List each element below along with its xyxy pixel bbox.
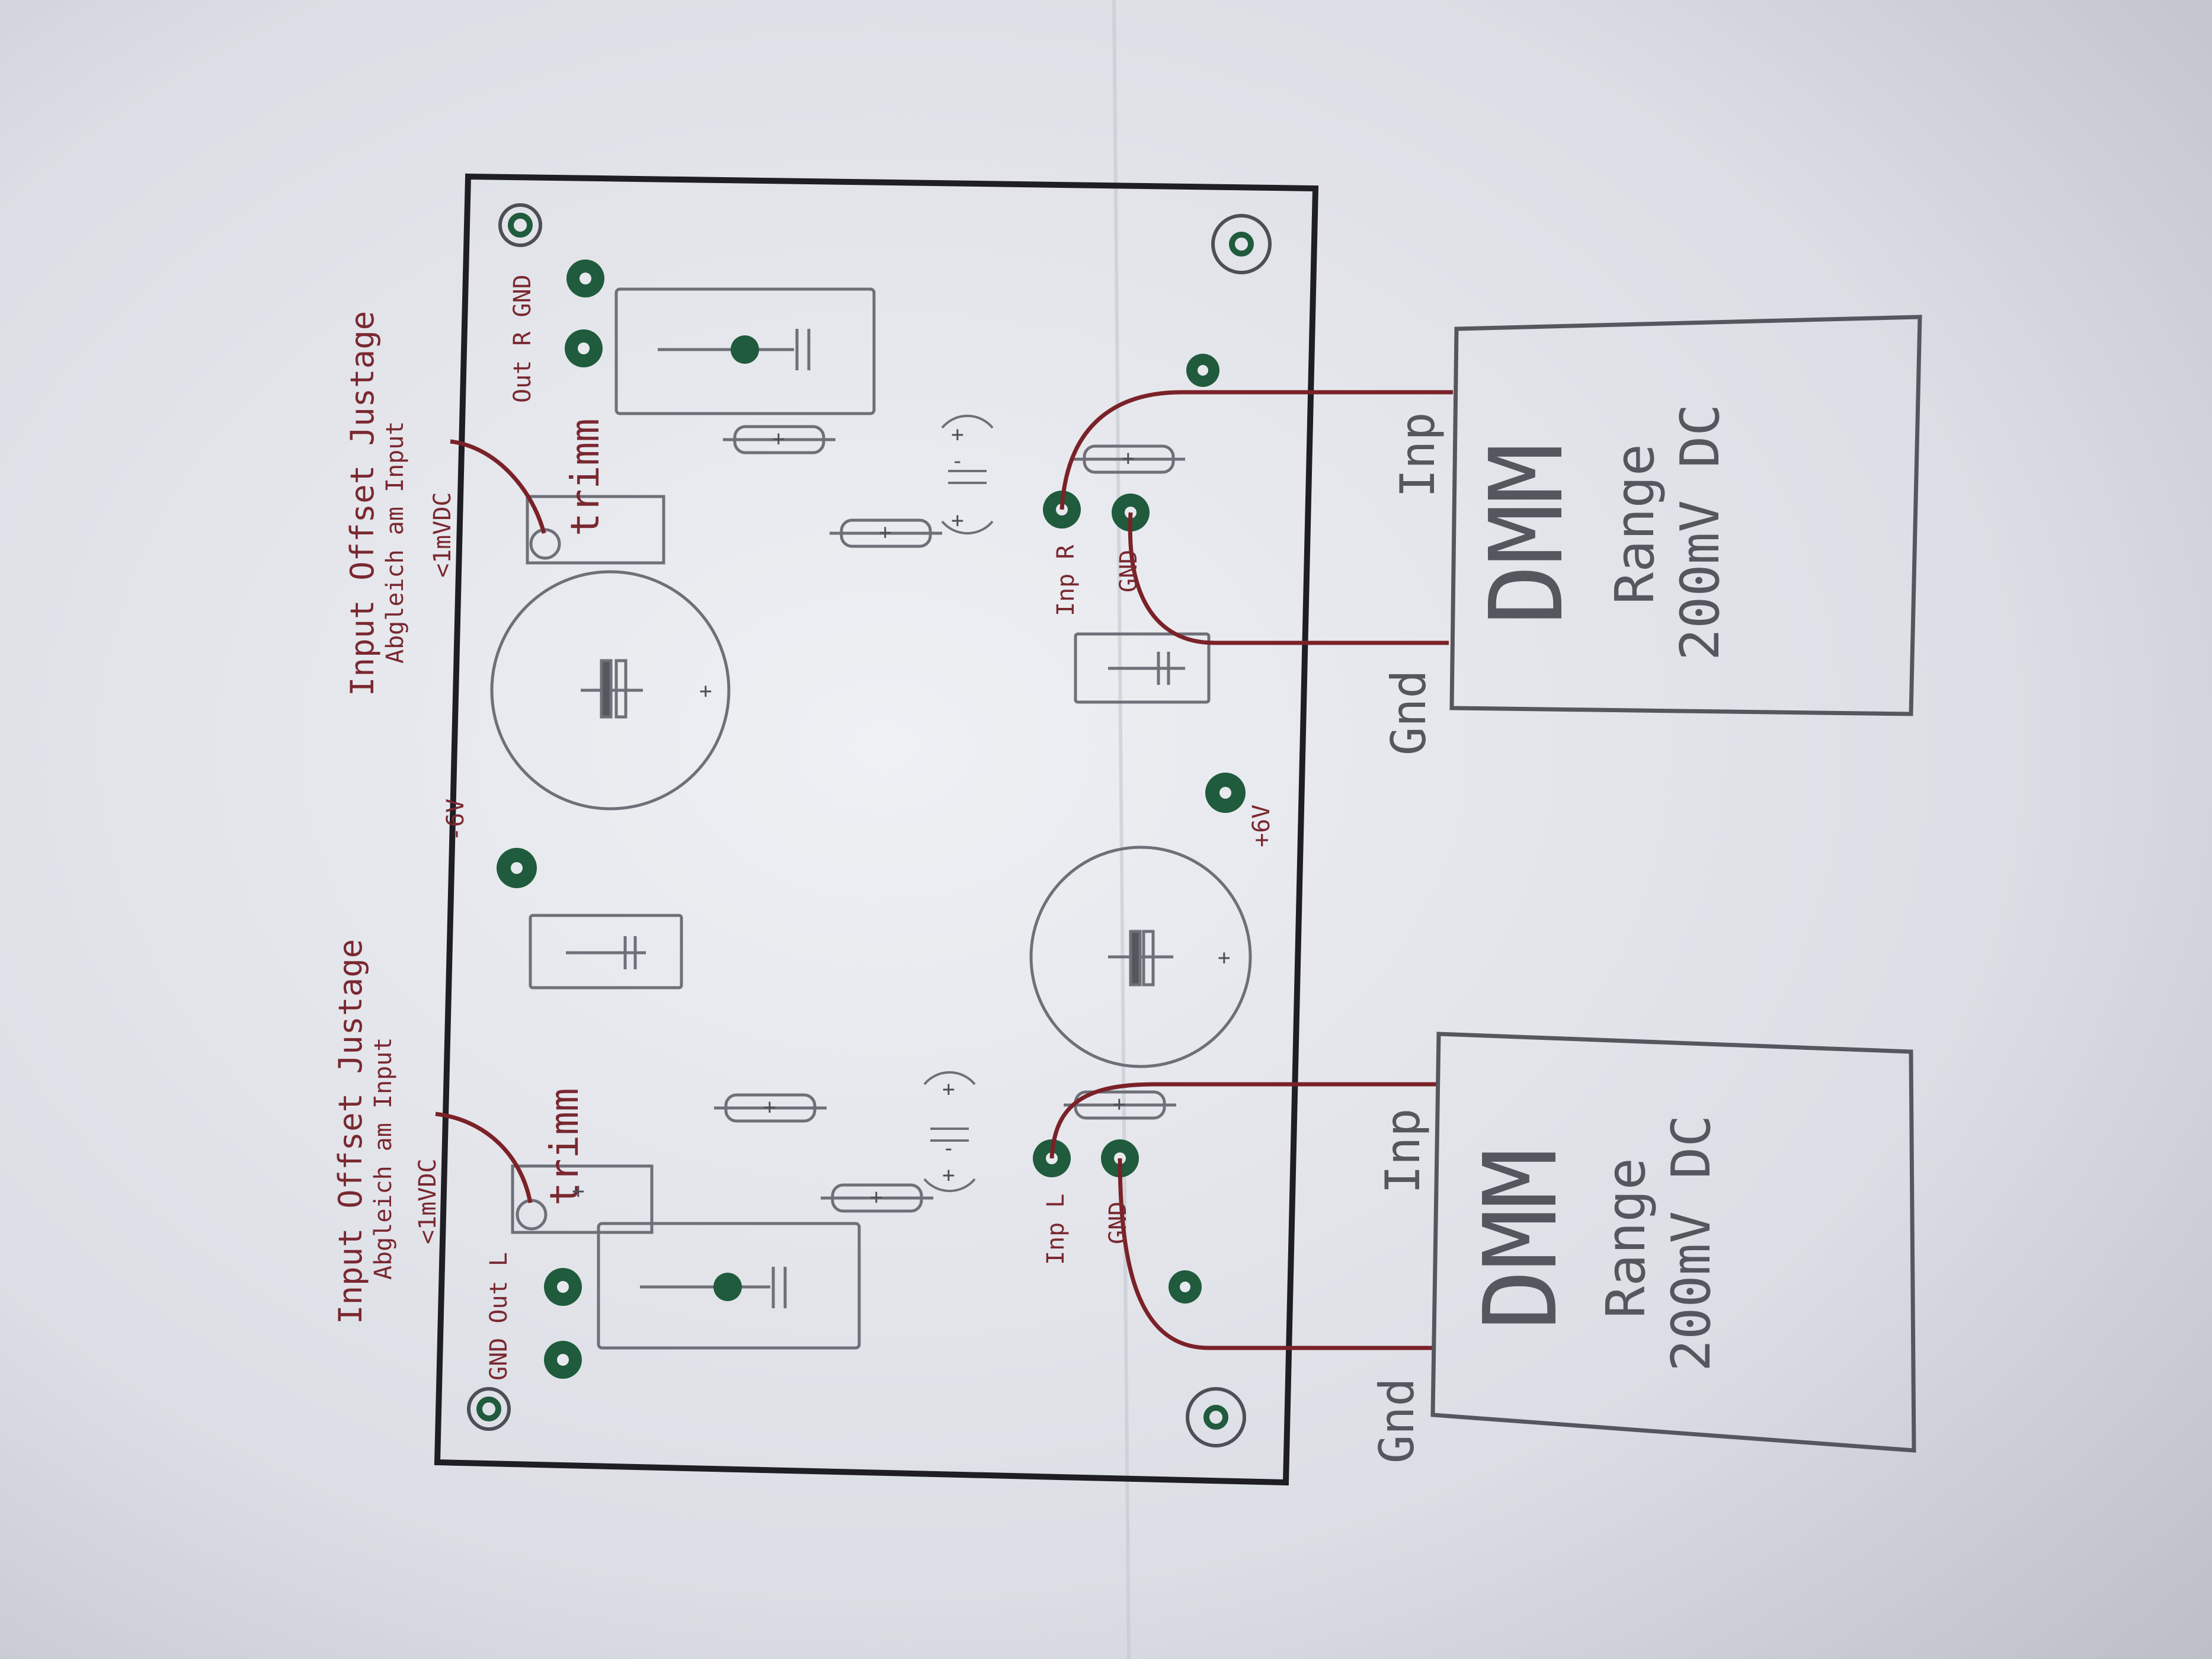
probe-wires <box>435 390 1453 1350</box>
gnd-l-label: GND <box>1105 1202 1132 1244</box>
small-capacitors <box>923 414 994 1193</box>
pcb-outline <box>434 173 1319 1486</box>
small-cap-minus: - <box>942 1136 955 1161</box>
electrolytic-capacitors <box>490 570 1252 1068</box>
dmm-meter-2: DMM Range 200mV DC Inp Gnd <box>1369 1032 1916 1464</box>
cap-plus-sign: + <box>1218 946 1231 970</box>
right-annotation-value: <1mVDC <box>429 492 456 578</box>
trimmer-right-label: trimm <box>562 418 608 536</box>
out-r-gnd-label: Out R GND <box>509 274 536 403</box>
dmm-2-range-value: 200mV DC <box>1660 1115 1723 1372</box>
small-cap-plus: + <box>951 422 964 447</box>
right-annotation-title: Input Offset Justage <box>344 311 381 696</box>
dmm-1-inp-label: Inp <box>1390 412 1445 498</box>
dmm-1-range-label: Range <box>1604 444 1666 604</box>
left-annotation-title: Input Offset Justage <box>332 939 369 1324</box>
dmm-1-title: DMM <box>1468 443 1586 625</box>
pad-holes <box>511 273 1231 1366</box>
cap-plus-sign: + <box>699 679 712 703</box>
resistor-plus-sign: + <box>1122 446 1135 470</box>
mounting-holes <box>467 203 1272 1447</box>
right-annotation-sub: Abgleich am Input <box>382 421 409 664</box>
small-cap-minus: - <box>951 449 964 473</box>
resistor-plus-sign: + <box>879 520 892 545</box>
resistor-plus-sign: + <box>772 427 785 451</box>
dmm-1-range-value: 200mV DC <box>1669 404 1731 661</box>
small-cap-plus: + <box>951 508 964 533</box>
dmm-2-gnd-label: Gnd <box>1369 1378 1424 1464</box>
left-annotation-value: <1mVDC <box>414 1159 441 1245</box>
neg-supply-label: -6V <box>442 799 469 841</box>
small-cap-plus: + <box>942 1077 955 1101</box>
inp-l-label: Inp L <box>1042 1194 1070 1265</box>
inp-r-label: Inp R <box>1052 545 1080 616</box>
resistor-plus-sign: + <box>763 1095 776 1119</box>
left-annotation-sub: Abgleich am Input <box>370 1037 397 1280</box>
dmm-1-gnd-label: Gnd <box>1381 670 1436 756</box>
trimmer-plus-sign: + <box>572 1179 585 1203</box>
dmm-2-inp-label: Inp <box>1375 1109 1430 1194</box>
gnd-r-label: GND <box>1115 550 1142 592</box>
film-capacitors <box>529 287 1211 1350</box>
dmm-meter-1: DMM Range 200mV DC Inp Gnd <box>1381 315 1922 756</box>
dmm-2-title: DMM <box>1462 1148 1580 1330</box>
pos-supply-label: +6V <box>1248 805 1275 847</box>
resistor-plus-sign: + <box>870 1185 883 1209</box>
resistor-plus-sign: + <box>1113 1092 1126 1116</box>
dmm-2-range-label: Range <box>1595 1158 1657 1318</box>
trimmer-left-label: trimm <box>542 1088 587 1206</box>
paper-fold <box>1112 0 1131 1659</box>
small-cap-plus: + <box>942 1163 955 1187</box>
gnd-out-l-label: GND Out L <box>485 1252 513 1381</box>
